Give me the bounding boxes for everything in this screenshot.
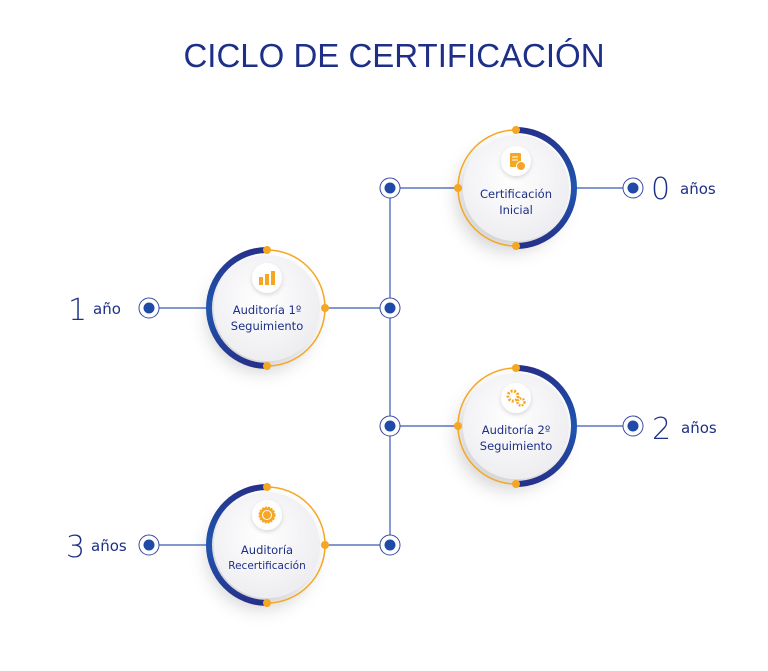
node xyxy=(379,297,401,319)
node xyxy=(622,415,644,437)
year-label-0: 0 años xyxy=(651,172,716,207)
node xyxy=(138,297,160,319)
stage-label-line2: Recertificación xyxy=(228,560,305,572)
stage-label-line1: Auditoría 1º xyxy=(233,303,302,317)
year-label-3: 3 años xyxy=(66,530,127,565)
node xyxy=(622,177,644,199)
svg-text:2: 2 xyxy=(652,412,671,447)
svg-text:años: años xyxy=(681,419,717,437)
node xyxy=(379,415,401,437)
node xyxy=(138,534,160,556)
stage-label-line2: Seguimiento xyxy=(480,439,552,453)
svg-text:0: 0 xyxy=(651,172,670,207)
bar-chart-icon xyxy=(252,263,282,293)
year-label-2: 2 años xyxy=(652,412,717,447)
node xyxy=(379,534,401,556)
svg-text:años: años xyxy=(91,537,127,555)
connector-lines xyxy=(149,187,633,546)
node xyxy=(379,177,401,199)
svg-text:años: años xyxy=(680,180,716,198)
document-check-icon xyxy=(501,146,531,176)
svg-text:1: 1 xyxy=(68,293,87,328)
stage-certificacion-inicial: Certificación Inicial xyxy=(454,126,577,250)
year-label-1: 1 año xyxy=(68,293,121,328)
stage-auditoria-recertificacion: Auditoría Recertificación xyxy=(206,483,329,607)
gears-icon xyxy=(501,383,531,413)
stage-auditoria-1-seguimiento: Auditoría 1º Seguimiento xyxy=(206,246,329,370)
page-title: CICLO DE CERTIFICACIÓN xyxy=(183,37,604,74)
stage-auditoria-2-seguimiento: Auditoría 2º Seguimiento xyxy=(454,364,577,488)
svg-text:3: 3 xyxy=(66,530,85,565)
stage-label-line1: Auditoría 2º xyxy=(482,423,551,437)
junction-nodes xyxy=(138,177,644,556)
stage-label-line2: Seguimiento xyxy=(231,319,303,333)
stage-label-line1: Auditoría xyxy=(241,543,293,557)
badge-check-icon xyxy=(252,500,282,530)
stage-label-line2: Inicial xyxy=(499,203,533,217)
svg-text:año: año xyxy=(93,300,121,318)
stage-label-line1: Certificación xyxy=(480,187,552,201)
